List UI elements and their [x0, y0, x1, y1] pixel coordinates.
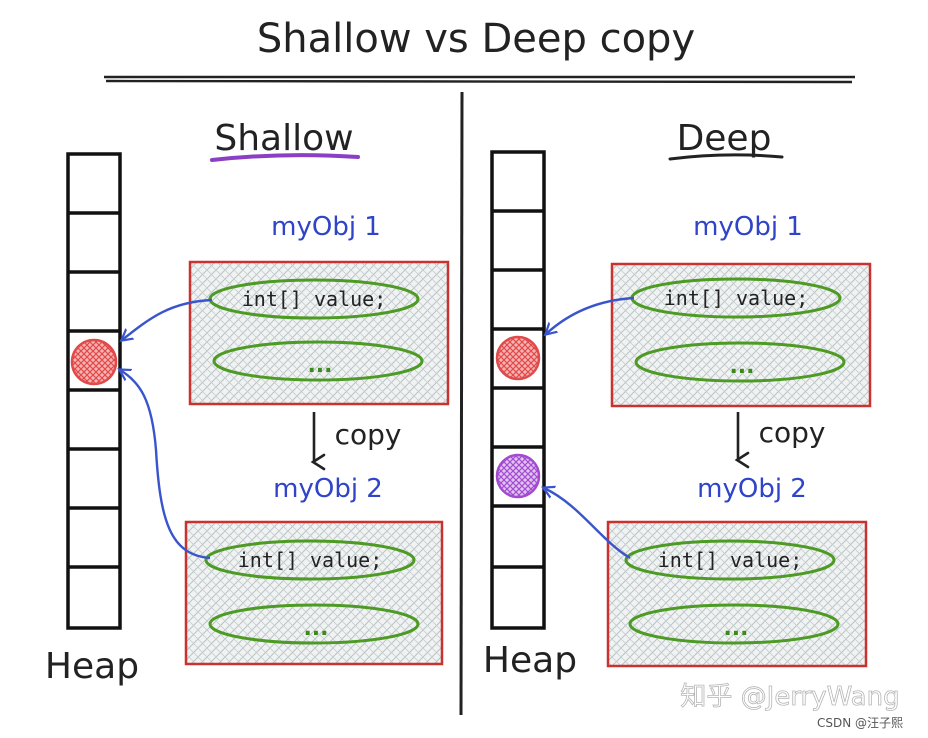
watermark-csdn: CSDN @汪子熙 [817, 716, 903, 730]
deep-heading: Deep [677, 118, 772, 159]
shallow-obj2-field: int[] value; [238, 548, 383, 572]
deep-obj2-field: int[] value; [658, 548, 803, 572]
deep-heading-underline [668, 153, 784, 161]
deep-obj1-ellipsis: ... [729, 354, 754, 379]
deep-panel: Deep Heap myObj 1 int[] value; ... copy … [483, 118, 872, 681]
deep-obj2-label: myObj 2 [697, 474, 807, 504]
shallow-copy-label: copy [335, 418, 402, 451]
deep-obj1-rest-oval [634, 341, 846, 383]
shallow-obj2-rest-oval [208, 603, 420, 645]
deep-copied-array-ref [495, 453, 541, 499]
shallow-obj1-rest-oval [212, 340, 424, 382]
deep-obj1-ref-arrow [546, 296, 635, 334]
shallow-heap-column [66, 152, 122, 630]
shallow-panel: Shallow Heap myObj 1 int[] value; ... co… [45, 118, 450, 687]
shallow-obj2-ref-arrow [120, 370, 211, 560]
shallow-shared-array-ref [70, 338, 118, 386]
shallow-obj2-label: myObj 2 [273, 474, 383, 504]
shallow-obj1-ref-arrow [122, 298, 213, 340]
watermark-zhihu: 知乎 @JerryWang [680, 682, 899, 712]
deep-obj2-rest-oval [628, 603, 840, 645]
deep-heap-column [490, 150, 546, 630]
deep-obj2-ref-arrow [544, 488, 631, 560]
deep-obj2-field-oval [624, 539, 836, 581]
shallow-obj1-box [188, 260, 450, 406]
deep-obj1-label: myObj 1 [693, 212, 803, 242]
shallow-heap-label: Heap [45, 646, 139, 687]
shallow-obj1-ellipsis: ... [307, 353, 332, 378]
shallow-obj1-field: int[] value; [242, 287, 387, 311]
deep-original-array-ref [495, 335, 541, 381]
deep-obj1-field: int[] value; [664, 286, 809, 310]
shallow-obj2-field-oval [204, 539, 416, 581]
shallow-heading-underline [210, 153, 360, 162]
center-divider [459, 91, 464, 716]
shallow-heading: Shallow [214, 118, 353, 159]
shallow-obj1-label: myObj 1 [271, 212, 381, 242]
shallow-obj2-ellipsis: ... [303, 616, 328, 641]
deep-obj2-ellipsis: ... [723, 616, 748, 641]
diagram-title: Shallow vs Deep copy [257, 16, 695, 62]
deep-heap-label: Heap [483, 640, 577, 681]
deep-copy-label: copy [759, 416, 826, 449]
shallow-obj2-box [184, 520, 444, 666]
title-underline [104, 75, 855, 84]
